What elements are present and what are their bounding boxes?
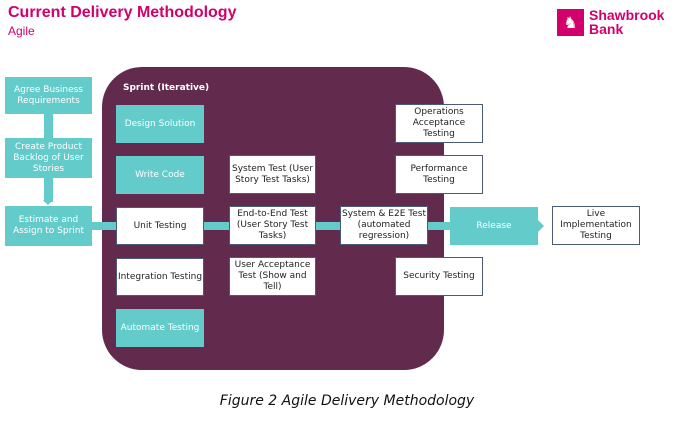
arrow-right-icon: [538, 220, 544, 232]
security-testing-box: Security Testing: [395, 257, 483, 296]
lion-icon: ♞: [557, 8, 584, 36]
box-label: System Test (User Story Test Tasks): [231, 163, 314, 185]
system-test-box: System Test (User Story Test Tasks): [229, 155, 316, 194]
figure-caption: Figure 2 Agile Delivery Methodology: [219, 393, 475, 409]
connector: [204, 222, 229, 230]
system-e2e-test-box: System & E2E Test (automated regression): [340, 206, 428, 245]
logo-line1: Shawbrook: [589, 7, 665, 23]
write-code-box: Write Code: [116, 156, 204, 194]
estimate-assign-sprint-box: Estimate and Assign to Sprint: [5, 206, 92, 246]
create-product-backlog-box: Create Product Backlog of User Stories: [5, 138, 92, 178]
arrow-down-icon: [43, 200, 53, 205]
box-label: Integration Testing: [117, 271, 203, 282]
box-label: Automate Testing: [120, 322, 200, 333]
logo-line2: Bank: [589, 21, 624, 37]
page-subtitle: Agile: [8, 24, 35, 38]
box-label: Create Product Backlog of User Stories: [13, 141, 84, 174]
page-title: Current Delivery Methodology: [8, 4, 237, 21]
logo-text: Shawbrook Bank: [589, 8, 664, 36]
box-label: System & E2E Test (automated regression): [342, 209, 426, 241]
box-label: User Acceptance Test (Show and Tell): [234, 260, 311, 292]
operations-acceptance-testing-box: Operations Acceptance Testing: [395, 104, 483, 143]
box-label: Performance Testing: [410, 163, 468, 185]
box-label: Estimate and Assign to Sprint: [12, 215, 85, 236]
box-label: Live Implementation Testing: [560, 209, 632, 241]
sprint-label: Sprint (Iterative): [123, 83, 210, 93]
box-label: Write Code: [135, 169, 185, 180]
connector: [316, 222, 340, 230]
end-to-end-test-box: End-to-End Test (User Story Test Tasks): [229, 206, 316, 245]
unit-testing-box: Unit Testing: [116, 207, 204, 245]
box-label: Design Solution: [124, 118, 196, 129]
performance-testing-box: Performance Testing: [395, 155, 483, 194]
box-label: Security Testing: [403, 271, 475, 281]
user-acceptance-test-box: User Acceptance Test (Show and Tell): [229, 257, 316, 296]
connector: [44, 178, 53, 202]
shawbrook-logo: ♞ Shawbrook Bank: [557, 8, 664, 36]
automate-testing-box: Automate Testing: [116, 309, 204, 347]
box-label: Unit Testing: [133, 220, 187, 231]
release-box: Release: [450, 207, 538, 245]
integration-testing-box: Integration Testing: [116, 258, 204, 296]
box-label: Operations Acceptance Testing: [412, 107, 466, 139]
box-label: Agree Business Requirements: [14, 84, 83, 106]
design-solution-box: Design Solution: [116, 105, 204, 143]
connector: [428, 222, 450, 230]
agree-business-requirements-box: Agree Business Requirements: [5, 77, 92, 114]
box-label: Release: [476, 220, 512, 231]
connector: [44, 114, 53, 138]
box-label: End-to-End Test (User Story Test Tasks): [236, 209, 309, 241]
connector: [92, 222, 116, 230]
live-implementation-testing-box: Live Implementation Testing: [552, 206, 640, 245]
